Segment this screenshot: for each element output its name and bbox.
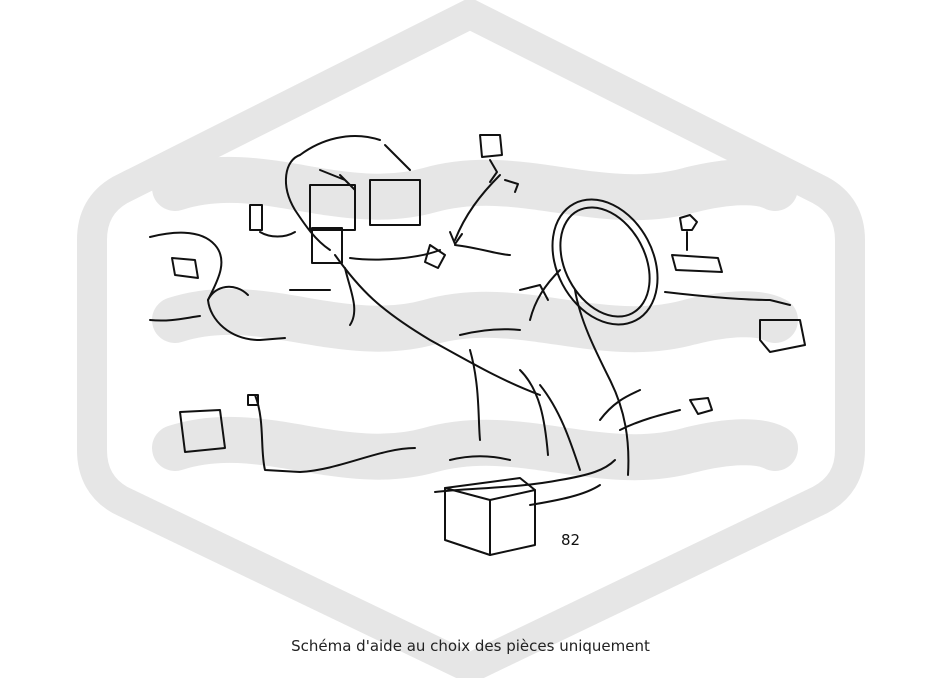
watermark-hexagon [77,0,865,678]
watermark-logo [77,0,865,678]
part-number-label: 82 [561,531,580,549]
watermark-waves [152,156,798,481]
diagram-caption: Schéma d'aide au choix des pièces unique… [291,637,650,655]
wiring-harness [149,134,806,556]
